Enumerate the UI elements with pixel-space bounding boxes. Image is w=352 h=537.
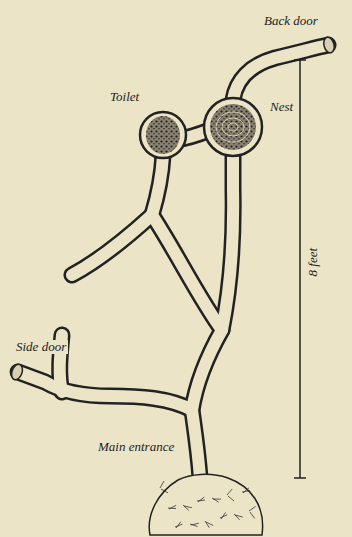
tunnel-wall xyxy=(18,45,328,478)
entrance-label: Main entrance xyxy=(96,440,176,454)
nest-grass xyxy=(216,112,250,142)
side-door-opening xyxy=(10,363,25,381)
tunnel-bore xyxy=(18,45,328,478)
door-label: Back door xyxy=(262,14,320,28)
toilet-chamber xyxy=(140,112,186,158)
chamber-label: Toilet xyxy=(108,90,141,104)
toilet-fill xyxy=(146,116,180,154)
dimension-label: 8 feet xyxy=(306,246,320,279)
nest-fill xyxy=(210,104,256,150)
mound-hatching xyxy=(160,481,256,528)
door-label: Side door xyxy=(14,340,68,354)
back-door-opening xyxy=(322,36,336,54)
scale-bar xyxy=(294,60,306,478)
chamber-label: Nest xyxy=(268,100,295,114)
nest-chamber xyxy=(204,98,262,156)
entrance-mound xyxy=(149,474,262,535)
